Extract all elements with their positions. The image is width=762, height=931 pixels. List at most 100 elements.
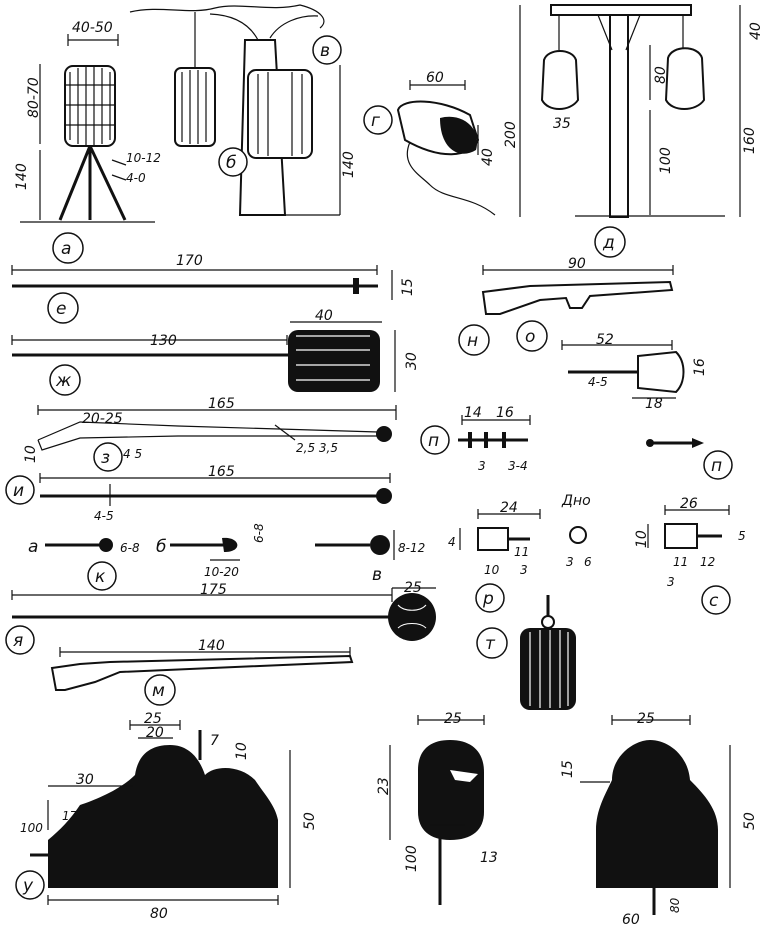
dim-r-6: 6 xyxy=(584,555,592,569)
label-ya: я xyxy=(13,631,23,651)
dim-d-40: 40 xyxy=(748,22,762,40)
label-circle-t xyxy=(476,627,508,659)
label-g: г xyxy=(371,111,380,131)
figure-n-shovel-mockup xyxy=(561,340,685,399)
label-circle-p xyxy=(420,425,450,455)
label-circle-p2 xyxy=(703,450,733,480)
label-k: к xyxy=(95,567,106,587)
dim-k-6: 6-8 xyxy=(120,541,140,555)
dim-p-16: 16 xyxy=(496,405,514,421)
dim-m-140: 140 xyxy=(198,638,225,654)
dim-u3-15: 15 xyxy=(560,760,576,778)
dim-u1-30: 30 xyxy=(76,772,94,788)
label-circle-z xyxy=(93,442,123,472)
dim-p-34: 3-4 xyxy=(508,459,528,473)
figure-u-silhouette-targets xyxy=(30,720,291,905)
dim-o-90: 90 xyxy=(568,256,586,272)
label-circle-n xyxy=(458,324,490,356)
dim-s-26: 26 xyxy=(680,496,698,512)
dim-n-45: 4-5 xyxy=(588,375,608,389)
dim-a-height: 80-70 xyxy=(26,77,42,118)
dim-k-68: 6-8 xyxy=(252,523,266,543)
dim-i-165: 165 xyxy=(208,464,235,480)
label-zh: ж xyxy=(55,371,72,391)
dim-r-dno: Дно xyxy=(561,493,591,509)
dim-r-3b: 3 xyxy=(566,555,574,569)
figure-k-tips xyxy=(45,530,395,561)
label-circle-b xyxy=(218,147,248,177)
dim-n-52: 52 xyxy=(596,332,614,348)
dim-n-18: 18 xyxy=(645,396,663,412)
dim-u1-25: 25 xyxy=(144,711,162,727)
dim-r-10: 10 xyxy=(484,563,500,577)
dim-s-12: 12 xyxy=(700,555,715,569)
dim-ya-175: 175 xyxy=(200,582,227,598)
dim-e-15: 15 xyxy=(400,278,416,296)
dim-z-45: 4 5 xyxy=(123,447,142,461)
dim-u1-50: 50 xyxy=(302,812,318,830)
label-circle-k xyxy=(87,561,117,591)
dim-u3-60: 60 xyxy=(622,912,640,928)
dim-n-16: 16 xyxy=(692,358,708,376)
figure-b-v-tree-targets xyxy=(129,4,341,216)
label-circle-e xyxy=(47,292,79,324)
dim-r-11: 11 xyxy=(514,545,529,559)
figure-e-training-stick xyxy=(11,265,393,300)
figure-u-torso-target xyxy=(580,715,731,915)
label-s: с xyxy=(709,591,719,611)
dim-s-11: 11 xyxy=(673,555,688,569)
label-circle-m xyxy=(144,674,176,706)
dim-u3-80: 80 xyxy=(668,897,682,913)
label-circle-o xyxy=(516,320,548,352)
dim-e-170: 170 xyxy=(176,253,203,269)
dim-z-2025: 20-25 xyxy=(82,411,123,427)
dim-d-100: 100 xyxy=(658,147,674,174)
label-circle-ya xyxy=(5,625,35,655)
dim-a-140: 140 xyxy=(14,163,30,190)
label-circle-d xyxy=(594,226,626,258)
dim-p-3: 3 xyxy=(478,459,486,473)
figure-g-rope-dummy xyxy=(396,80,496,216)
label-circle-v xyxy=(312,35,342,65)
label-d: д xyxy=(602,233,615,253)
dim-z-165: 165 xyxy=(208,396,235,412)
dim-d-200: 200 xyxy=(503,121,519,148)
dim-r-3: 3 xyxy=(520,563,528,577)
dim-zh-40: 40 xyxy=(315,308,333,324)
label-t: т xyxy=(485,634,496,654)
figure-z-bayonet-stick xyxy=(37,405,397,451)
label-k-v: в xyxy=(372,565,382,585)
dim-zh-30: 30 xyxy=(404,352,420,370)
figure-o-rifle-mockup xyxy=(481,265,674,315)
dim-z-2535: 2,5 3,5 xyxy=(296,441,338,455)
dim-s-5: 5 xyxy=(738,529,746,543)
figure-s-grenade-parts xyxy=(647,505,730,549)
dim-u1-100: 100 xyxy=(20,821,43,835)
dim-r-4: 4 xyxy=(448,535,456,549)
dim-u1-20: 20 xyxy=(146,725,164,741)
label-circle-i xyxy=(5,475,35,505)
dim-s-10: 10 xyxy=(634,530,650,548)
figure-ya-stick-with-ball xyxy=(11,587,436,641)
label-a: а xyxy=(61,239,71,259)
dim-g-60: 60 xyxy=(426,70,444,86)
figure-d-gallows-bags xyxy=(519,4,741,218)
label-k-b: б xyxy=(156,537,166,557)
dim-g-40: 40 xyxy=(480,148,496,166)
figure-p-small-parts xyxy=(458,415,704,448)
label-o: о xyxy=(525,327,535,347)
label-k-a: а xyxy=(28,537,38,557)
figure-m-rifle-mockup xyxy=(50,647,354,691)
label-p: п xyxy=(428,431,439,451)
figure-a-stuffed-barrel-on-tripod xyxy=(20,34,155,223)
dim-a-1012: 10-12 xyxy=(126,151,161,165)
dim-d-80: 80 xyxy=(653,66,669,84)
dim-z-10: 10 xyxy=(23,445,39,463)
dim-zh-130: 130 xyxy=(150,333,177,349)
dim-a-width: 40-50 xyxy=(72,20,113,36)
dim-u2-13: 13 xyxy=(480,850,498,866)
label-e: е xyxy=(56,299,66,319)
label-circle-s xyxy=(701,585,731,615)
dim-d-35: 35 xyxy=(553,116,571,132)
